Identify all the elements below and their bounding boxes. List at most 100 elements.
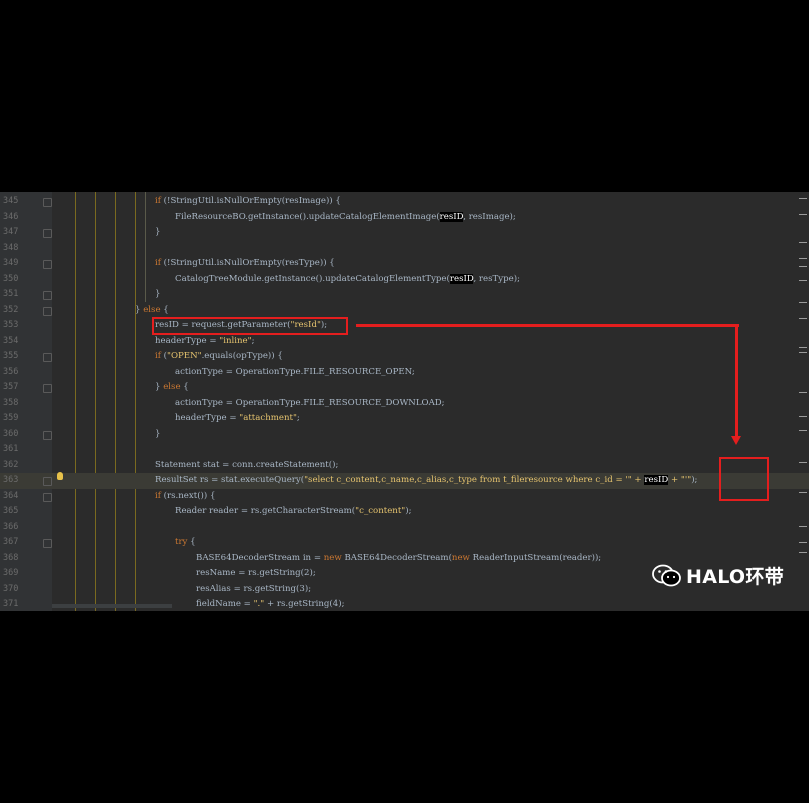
code-text: Statement stat = conn.createStatement(); bbox=[155, 458, 338, 474]
fold-marker-icon[interactable] bbox=[43, 260, 52, 269]
code-line[interactable]: 351} bbox=[0, 287, 809, 303]
code-token: Reader reader = rs.getCharacterStream( bbox=[175, 506, 356, 516]
fold-marker-icon[interactable] bbox=[43, 477, 52, 486]
code-token: BASE64DecoderStream( bbox=[344, 552, 452, 563]
code-line[interactable]: 357} else { bbox=[0, 380, 809, 396]
highlighted-identifier: resID bbox=[644, 475, 669, 485]
code-text: Reader reader = rs.getCharacterStream("c… bbox=[175, 504, 412, 520]
code-token: (!StringUtil.isNullOrEmpty(resImage)) { bbox=[163, 196, 341, 206]
line-number: 354 bbox=[3, 335, 19, 346]
code-line[interactable]: 361 bbox=[0, 442, 809, 458]
indent-guide bbox=[75, 192, 76, 611]
code-token: ); bbox=[691, 475, 698, 485]
code-token: else bbox=[163, 382, 181, 392]
horizontal-scrollbar[interactable] bbox=[52, 604, 172, 608]
line-number: 345 bbox=[3, 196, 19, 206]
line-number: 349 bbox=[3, 258, 19, 268]
line-number: 351 bbox=[3, 289, 19, 299]
code-token: } bbox=[155, 382, 164, 392]
line-number: 350 bbox=[3, 273, 19, 284]
code-text: try { bbox=[175, 535, 196, 551]
highlighted-identifier: resID bbox=[439, 211, 464, 222]
scrollbar-marker bbox=[799, 462, 807, 463]
code-token: ; bbox=[296, 413, 300, 423]
code-line[interactable]: 347} bbox=[0, 225, 809, 241]
line-number: 347 bbox=[3, 227, 19, 237]
code-text: resName = rs.getString(2); bbox=[196, 566, 316, 582]
code-token: "inline" bbox=[219, 335, 252, 346]
watermark: HALO环带 bbox=[652, 562, 784, 589]
code-line[interactable]: 353 resID = request.getParameter("resId")… bbox=[0, 318, 809, 334]
annotation-arrow-horizontal bbox=[356, 324, 739, 327]
line-number: 363 bbox=[3, 475, 19, 485]
line-number: 359 bbox=[3, 413, 19, 423]
code-token: ResultSet rs = stat.executeQuery( bbox=[155, 475, 305, 485]
code-text: headerType = "inline"; bbox=[155, 334, 255, 350]
code-token: fieldName = bbox=[196, 599, 254, 609]
code-line[interactable]: 348 bbox=[0, 241, 809, 257]
code-token: Statement stat = conn.createStatement(); bbox=[155, 459, 339, 470]
fold-marker-icon[interactable] bbox=[43, 229, 52, 238]
wechat-icon bbox=[652, 564, 681, 586]
fold-marker-icon[interactable] bbox=[43, 492, 52, 502]
code-text: ResultSet rs = stat.executeQuery("select… bbox=[155, 473, 697, 489]
code-line[interactable]: 360} bbox=[0, 427, 809, 443]
watermark-text: HALO环带 bbox=[686, 566, 784, 588]
code-text: } bbox=[155, 225, 160, 241]
line-number: 371 bbox=[3, 599, 19, 609]
fold-marker-icon[interactable] bbox=[43, 384, 52, 393]
code-line[interactable]: 365 Reader reader = rs.getCharacterStream… bbox=[0, 504, 809, 520]
code-text: resID = request.getParameter("resId"); bbox=[155, 318, 327, 334]
line-number: 348 bbox=[3, 242, 19, 253]
indent-guide bbox=[95, 192, 96, 611]
lightbulb-icon[interactable] bbox=[57, 472, 63, 480]
code-token: resAlias = rs.getString(3); bbox=[196, 583, 312, 594]
fold-marker-icon[interactable] bbox=[43, 306, 52, 316]
line-number: 353 bbox=[3, 320, 19, 330]
fold-marker-icon[interactable] bbox=[43, 539, 52, 548]
fold-marker-icon[interactable] bbox=[43, 198, 52, 207]
line-number: 369 bbox=[3, 568, 19, 578]
code-token: headerType = bbox=[155, 335, 220, 346]
scrollbar-marker bbox=[799, 352, 807, 353]
fold-marker-icon[interactable] bbox=[43, 430, 52, 440]
code-line[interactable]: 367 try { bbox=[0, 535, 809, 551]
code-token: actionType = OperationType.FILE_RESOURCE… bbox=[175, 397, 445, 408]
code-line[interactable]: 354 headerType = "inline"; bbox=[0, 334, 809, 350]
code-token: (!StringUtil.isNullOrEmpty(resType)) { bbox=[163, 258, 335, 268]
code-line[interactable]: 366 bbox=[0, 520, 809, 536]
scrollbar-marker bbox=[799, 258, 807, 259]
fold-marker-icon[interactable] bbox=[43, 291, 52, 300]
code-line[interactable]: 352} else { bbox=[0, 303, 809, 319]
code-line[interactable]: 369 resName = rs.getString(2); bbox=[0, 566, 809, 582]
line-number: 356 bbox=[3, 366, 19, 377]
code-line[interactable]: 359 headerType = "attachment"; bbox=[0, 411, 809, 427]
fold-marker-icon[interactable] bbox=[43, 353, 52, 362]
code-token: "select c_content,c_name,c_alias,c_type … bbox=[304, 475, 645, 485]
code-token: } bbox=[155, 289, 161, 299]
code-line[interactable]: 363 ResultSet rs = stat.executeQuery("sel… bbox=[0, 473, 809, 489]
code-token: "resId" bbox=[290, 320, 321, 330]
code-token: "c_content" bbox=[355, 506, 406, 516]
scrollbar-marker bbox=[799, 266, 807, 267]
code-text: actionType = OperationType.FILE_RESOURCE… bbox=[175, 396, 445, 412]
code-token: ); bbox=[405, 506, 412, 516]
code-token: resID = request.getParameter( bbox=[155, 320, 291, 330]
annotation-box-concatenation bbox=[719, 457, 769, 501]
line-number: 365 bbox=[3, 506, 19, 516]
line-number: 367 bbox=[3, 537, 19, 547]
code-text: headerType = "attachment"; bbox=[175, 411, 300, 427]
